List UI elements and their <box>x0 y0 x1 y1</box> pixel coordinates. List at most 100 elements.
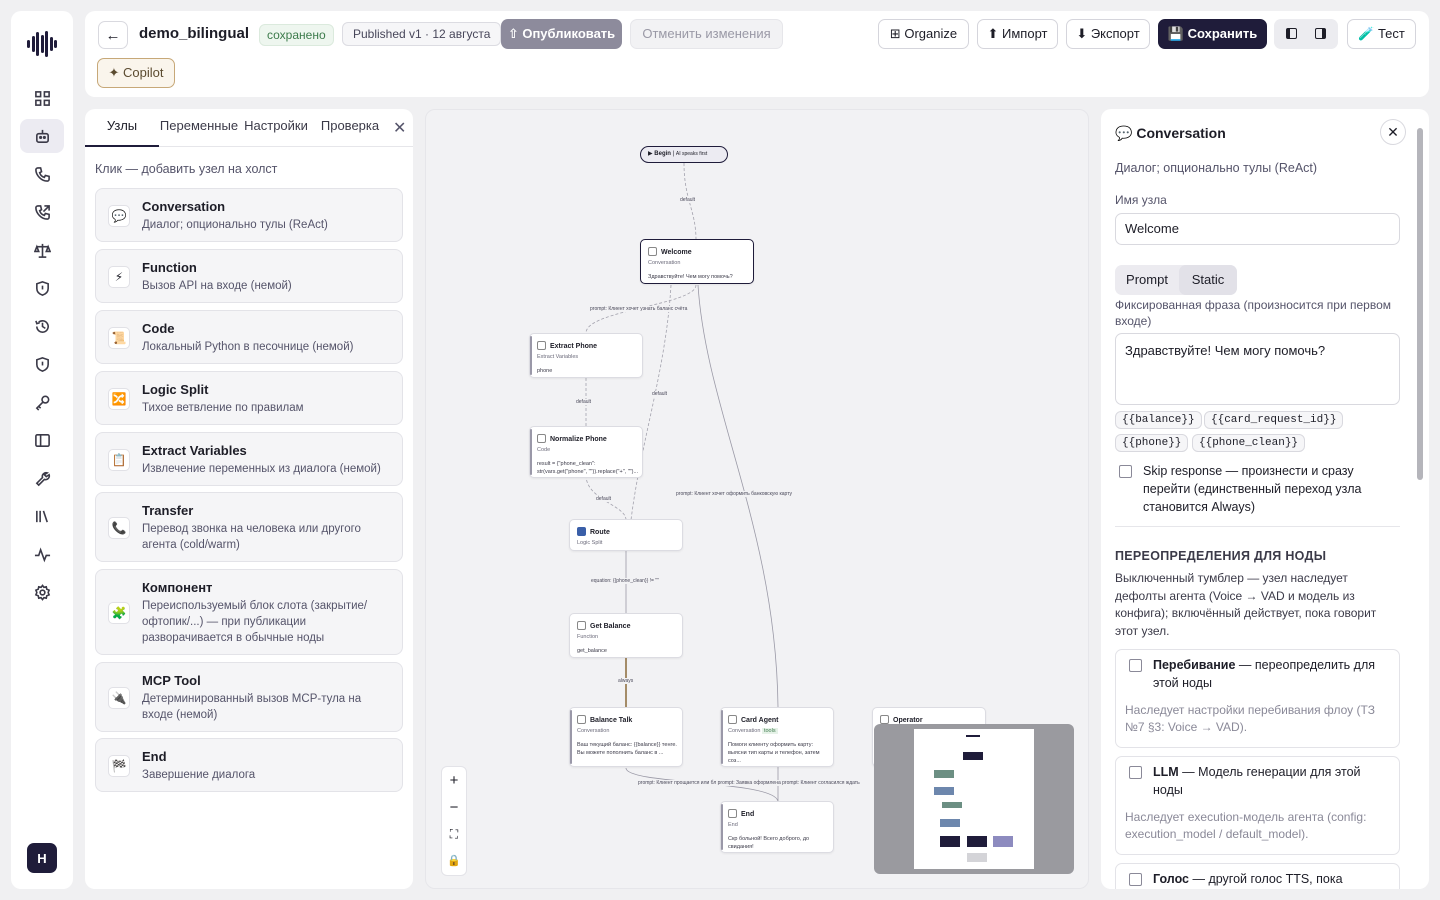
palette-node-component[interactable]: 🧩 Компонент Переиспользуемый блок слота … <box>95 569 403 655</box>
palette-node-name: Function <box>142 260 197 275</box>
publish-button[interactable]: ⇧ Опубликовать <box>501 19 622 49</box>
tab-settings[interactable]: Настройки <box>244 118 308 133</box>
settings-icon[interactable] <box>20 575 64 609</box>
edge-label: default <box>576 399 592 405</box>
flow-node-welcome[interactable]: Welcome Conversation Здравствуйте! Чем м… <box>640 239 754 284</box>
flow-node-card-agent[interactable]: Card Agent Conversation tools Помоги кли… <box>720 707 834 767</box>
zoom-in-icon[interactable]: + <box>449 772 459 789</box>
chat-icon: 💬 <box>108 205 130 227</box>
palette-node-code[interactable]: 📜 Code Локальный Python в песочнице (нем… <box>95 310 403 364</box>
key-icon[interactable] <box>20 385 64 419</box>
zoom-controls: + − ⛶ 🔒 <box>441 766 467 876</box>
palette-node-logic-split[interactable]: 🔀 Logic Split Тихое ветвление по правила… <box>95 371 403 425</box>
save-button[interactable]: 💾 Сохранить <box>1158 19 1267 49</box>
flow-node-route[interactable]: Route Logic Split <box>569 519 683 551</box>
override-checkbox[interactable] <box>1129 659 1142 672</box>
shield-alt-icon[interactable] <box>20 347 64 381</box>
library-icon[interactable] <box>20 499 64 533</box>
edge-label: prompt: Клиент прощается или бл prompt: … <box>638 780 860 786</box>
dashboard-icon[interactable] <box>20 81 64 115</box>
seg-prompt[interactable]: Prompt <box>1126 272 1168 287</box>
prompt-static-toggle: Prompt Static <box>1115 265 1237 295</box>
static-phrase-label: Фиксированная фраза (произносится при пе… <box>1115 298 1391 328</box>
edge-label: equation: {{phone_clean}} != "" <box>591 578 659 584</box>
skip-response-checkbox[interactable] <box>1119 465 1132 478</box>
minimap[interactable] <box>874 724 1074 874</box>
palette-node-name: Code <box>142 321 175 336</box>
palette-node-extract-variables[interactable]: 📋 Extract Variables Извлечение переменны… <box>95 432 403 486</box>
node-name-input[interactable]: Welcome <box>1115 213 1400 245</box>
panel-left-icon[interactable] <box>1286 28 1297 39</box>
variable-chip[interactable]: {{phone}} <box>1115 434 1189 452</box>
override-checkbox[interactable] <box>1129 766 1142 779</box>
overrides-title: ПЕРЕОПРЕДЕЛЕНИЯ ДЛЯ НОДЫ <box>1115 549 1327 563</box>
palette-tabs: Узлы Переменные Настройки Проверка ✕ <box>85 109 413 147</box>
palette-node-desc: Детерминированный вызов MCP-тула на вход… <box>142 693 362 721</box>
activity-icon[interactable] <box>20 537 64 571</box>
panel-icon[interactable] <box>20 423 64 457</box>
palette-node-end[interactable]: 🏁 End Завершение диалога <box>95 738 403 792</box>
tab-validation[interactable]: Проверка <box>320 118 380 133</box>
overrides-desc: Выключенный тумблер — узел наследует деф… <box>1115 571 1377 638</box>
palette-node-mcp-tool[interactable]: 🔌 MCP Tool Детерминированный вызов MCP-т… <box>95 662 403 732</box>
wrench-icon[interactable] <box>20 461 64 495</box>
flow-begin-node[interactable]: ▶ Begin | AI speaks first <box>640 146 728 163</box>
zoom-out-icon[interactable]: − <box>449 799 459 816</box>
scroll-icon: 📜 <box>108 327 130 349</box>
lock-icon[interactable]: 🔒 <box>447 855 461 867</box>
avatar[interactable]: H <box>27 843 57 873</box>
import-button[interactable]: ⬆ Импорт <box>977 19 1058 49</box>
flag-icon: 🏁 <box>108 755 130 777</box>
flow-name: demo_bilingual <box>139 25 250 42</box>
discard-changes-button[interactable]: Отменить изменения <box>630 19 783 49</box>
edge-label: always <box>618 678 634 684</box>
phone-icon[interactable] <box>20 157 64 191</box>
flow-node-extract-phone[interactable]: Extract Phone Extract Variables phone <box>529 333 643 378</box>
scrollbar-thumb[interactable] <box>1417 128 1423 480</box>
edge-label: default <box>680 197 696 203</box>
puzzle-icon: 🧩 <box>108 602 130 624</box>
edge-label: default <box>596 496 612 502</box>
layout-toggle[interactable] <box>1274 19 1338 49</box>
palette-node-transfer[interactable]: 📞 Transfer Перевод звонка на человека ил… <box>95 492 403 562</box>
seg-static[interactable]: Static <box>1179 265 1237 295</box>
override-checkbox[interactable] <box>1129 873 1142 886</box>
palette-node-desc: Перевод звонка на человека или другого а… <box>142 523 361 551</box>
panel-right-icon[interactable] <box>1315 28 1326 39</box>
variable-chip[interactable]: {{card_request_id}} <box>1204 411 1344 429</box>
phone-outgoing-icon[interactable] <box>20 195 64 229</box>
shield-icon[interactable] <box>20 271 64 305</box>
close-icon[interactable]: ✕ <box>1380 119 1406 145</box>
history-icon[interactable] <box>20 309 64 343</box>
shuffle-icon: 🔀 <box>108 388 130 410</box>
fit-view-icon[interactable]: ⛶ <box>449 827 459 841</box>
tab-variables[interactable]: Переменные <box>159 118 239 133</box>
organize-button[interactable]: ⊞ Organize <box>878 19 969 49</box>
flow-node-balance-talk[interactable]: Balance Talk Conversation Ваш текущий ба… <box>569 707 683 767</box>
palette-node-conversation[interactable]: 💬 Conversation Диалог; опционально тулы … <box>95 188 403 242</box>
copilot-button[interactable]: ✦ Copilot <box>97 58 175 88</box>
palette-node-name: MCP Tool <box>142 673 201 688</box>
test-button[interactable]: 🧪 Тест <box>1347 19 1416 49</box>
static-phrase-textarea[interactable]: Здравствуйте! Чем могу помочь? <box>1115 333 1400 405</box>
palette-node-name: Logic Split <box>142 382 209 397</box>
back-button[interactable]: ← <box>98 21 128 49</box>
variable-chip[interactable]: {{balance}} <box>1115 411 1202 429</box>
inspector-title: 💬 Conversation <box>1115 125 1226 141</box>
tab-nodes[interactable]: Узлы <box>85 109 159 147</box>
bot-icon[interactable] <box>20 119 64 153</box>
export-button[interactable]: ⬇ Экспорт <box>1066 19 1150 49</box>
flow-node-get-balance[interactable]: Get Balance Function get_balance <box>569 613 683 658</box>
palette-hint: Клик — добавить узел на холст <box>95 162 278 176</box>
app-logo-icon[interactable] <box>27 31 57 57</box>
flow-node-end[interactable]: End End Скр больной! Всего доброго, до с… <box>720 801 834 853</box>
scale-icon[interactable] <box>20 233 64 267</box>
inspector-scrollbar[interactable] <box>1416 118 1424 890</box>
palette-node-desc: Переиспользуемый блок слота (закрытие/оф… <box>142 600 368 644</box>
flow-node-normalize-phone[interactable]: Normalize Phone Code result = {"phone_cl… <box>529 426 643 478</box>
variable-chip[interactable]: {{phone_clean}} <box>1192 434 1306 452</box>
palette-node-function[interactable]: ⚡ Function Вызов API на входе (немой) <box>95 249 403 303</box>
node-palette-panel: Узлы Переменные Настройки Проверка ✕ Кли… <box>85 109 413 889</box>
close-icon[interactable]: ✕ <box>393 120 407 137</box>
flow-canvas[interactable]: ▶ Begin | AI speaks first default prompt… <box>425 109 1089 889</box>
